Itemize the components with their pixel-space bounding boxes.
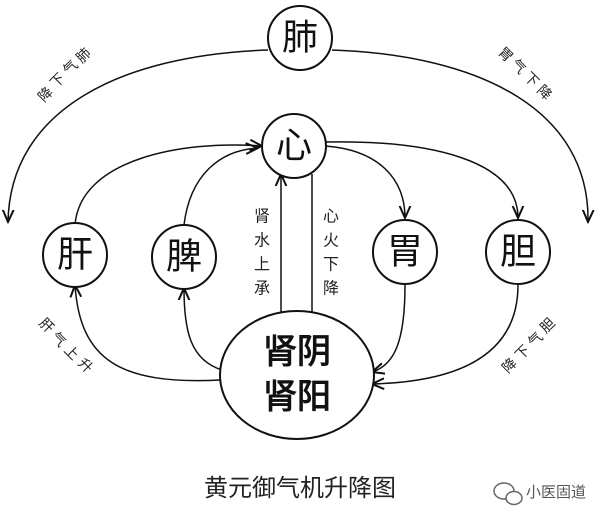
label-char: 水 [254,231,270,250]
label-stomach-qi-descends: 胃 气 下 降 [494,44,554,103]
watermark: 小医固道 [493,482,586,506]
label-char: 下 [323,255,339,274]
watermark-text: 小医固道 [526,483,586,501]
node-kidney-yang-label: 肾阳 [263,377,331,417]
label-char: 升 [74,355,95,376]
edge-gallbladder-kidney [372,284,519,384]
node-spleen: 脾 [151,224,217,290]
node-gallbladder-label: 胆 [500,232,536,273]
node-gallbladder: 胆 [485,219,551,285]
node-liver-label: 肝 [57,235,93,276]
label-char: 上 [60,342,81,363]
edge-liver-heart [74,145,262,226]
edge-heart-gallbladder [324,141,518,218]
node-liver: 肝 [42,222,108,288]
label-char: 承 [254,279,270,298]
edge-lung-right [331,49,588,222]
label-heart-fire-descends: 心 火 下 降 [323,207,339,298]
node-lung-label: 肺 [282,18,318,59]
node-stomach-label: 胃 [387,232,423,273]
label-char: 肺 [73,45,94,66]
node-spleen-label: 脾 [166,237,202,278]
edge-stomach-kidney [372,284,406,372]
label-char: 心 [323,207,339,226]
label-char: 火 [323,231,339,250]
edge-spleen-heart [183,148,258,226]
label-char: 降 [533,82,554,103]
node-kidney-yin-label: 肾阴 [263,332,331,372]
label-char: 上 [254,255,270,274]
label-kidney-water-rises: 肾 水 上 承 [254,207,270,298]
edge-heart-stomach [324,145,405,218]
edge-kidney-spleen [184,288,223,371]
label-liver-qi-rises: 肝 气 上 升 [35,315,95,376]
label-gallbladder-qi-descends: 胆 气 下 降 [499,315,558,376]
edge-lung-left [8,49,269,222]
diagram-caption: 黄元御气机升降图 [204,474,396,502]
node-lung: 肺 [267,5,333,71]
label-char: 胆 [537,315,558,336]
node-kidney: 肾阴 肾阳 [219,310,375,440]
node-heart: 心 [261,113,327,179]
label-lung-left: 肺 气 下 降 [35,45,94,105]
label-char: 降 [323,279,339,298]
edge-kidney-liver [75,285,221,382]
wechat-icon [493,482,523,506]
node-heart-label: 心 [276,126,312,167]
label-char: 肾 [254,207,270,226]
node-stomach: 胃 [372,219,438,285]
